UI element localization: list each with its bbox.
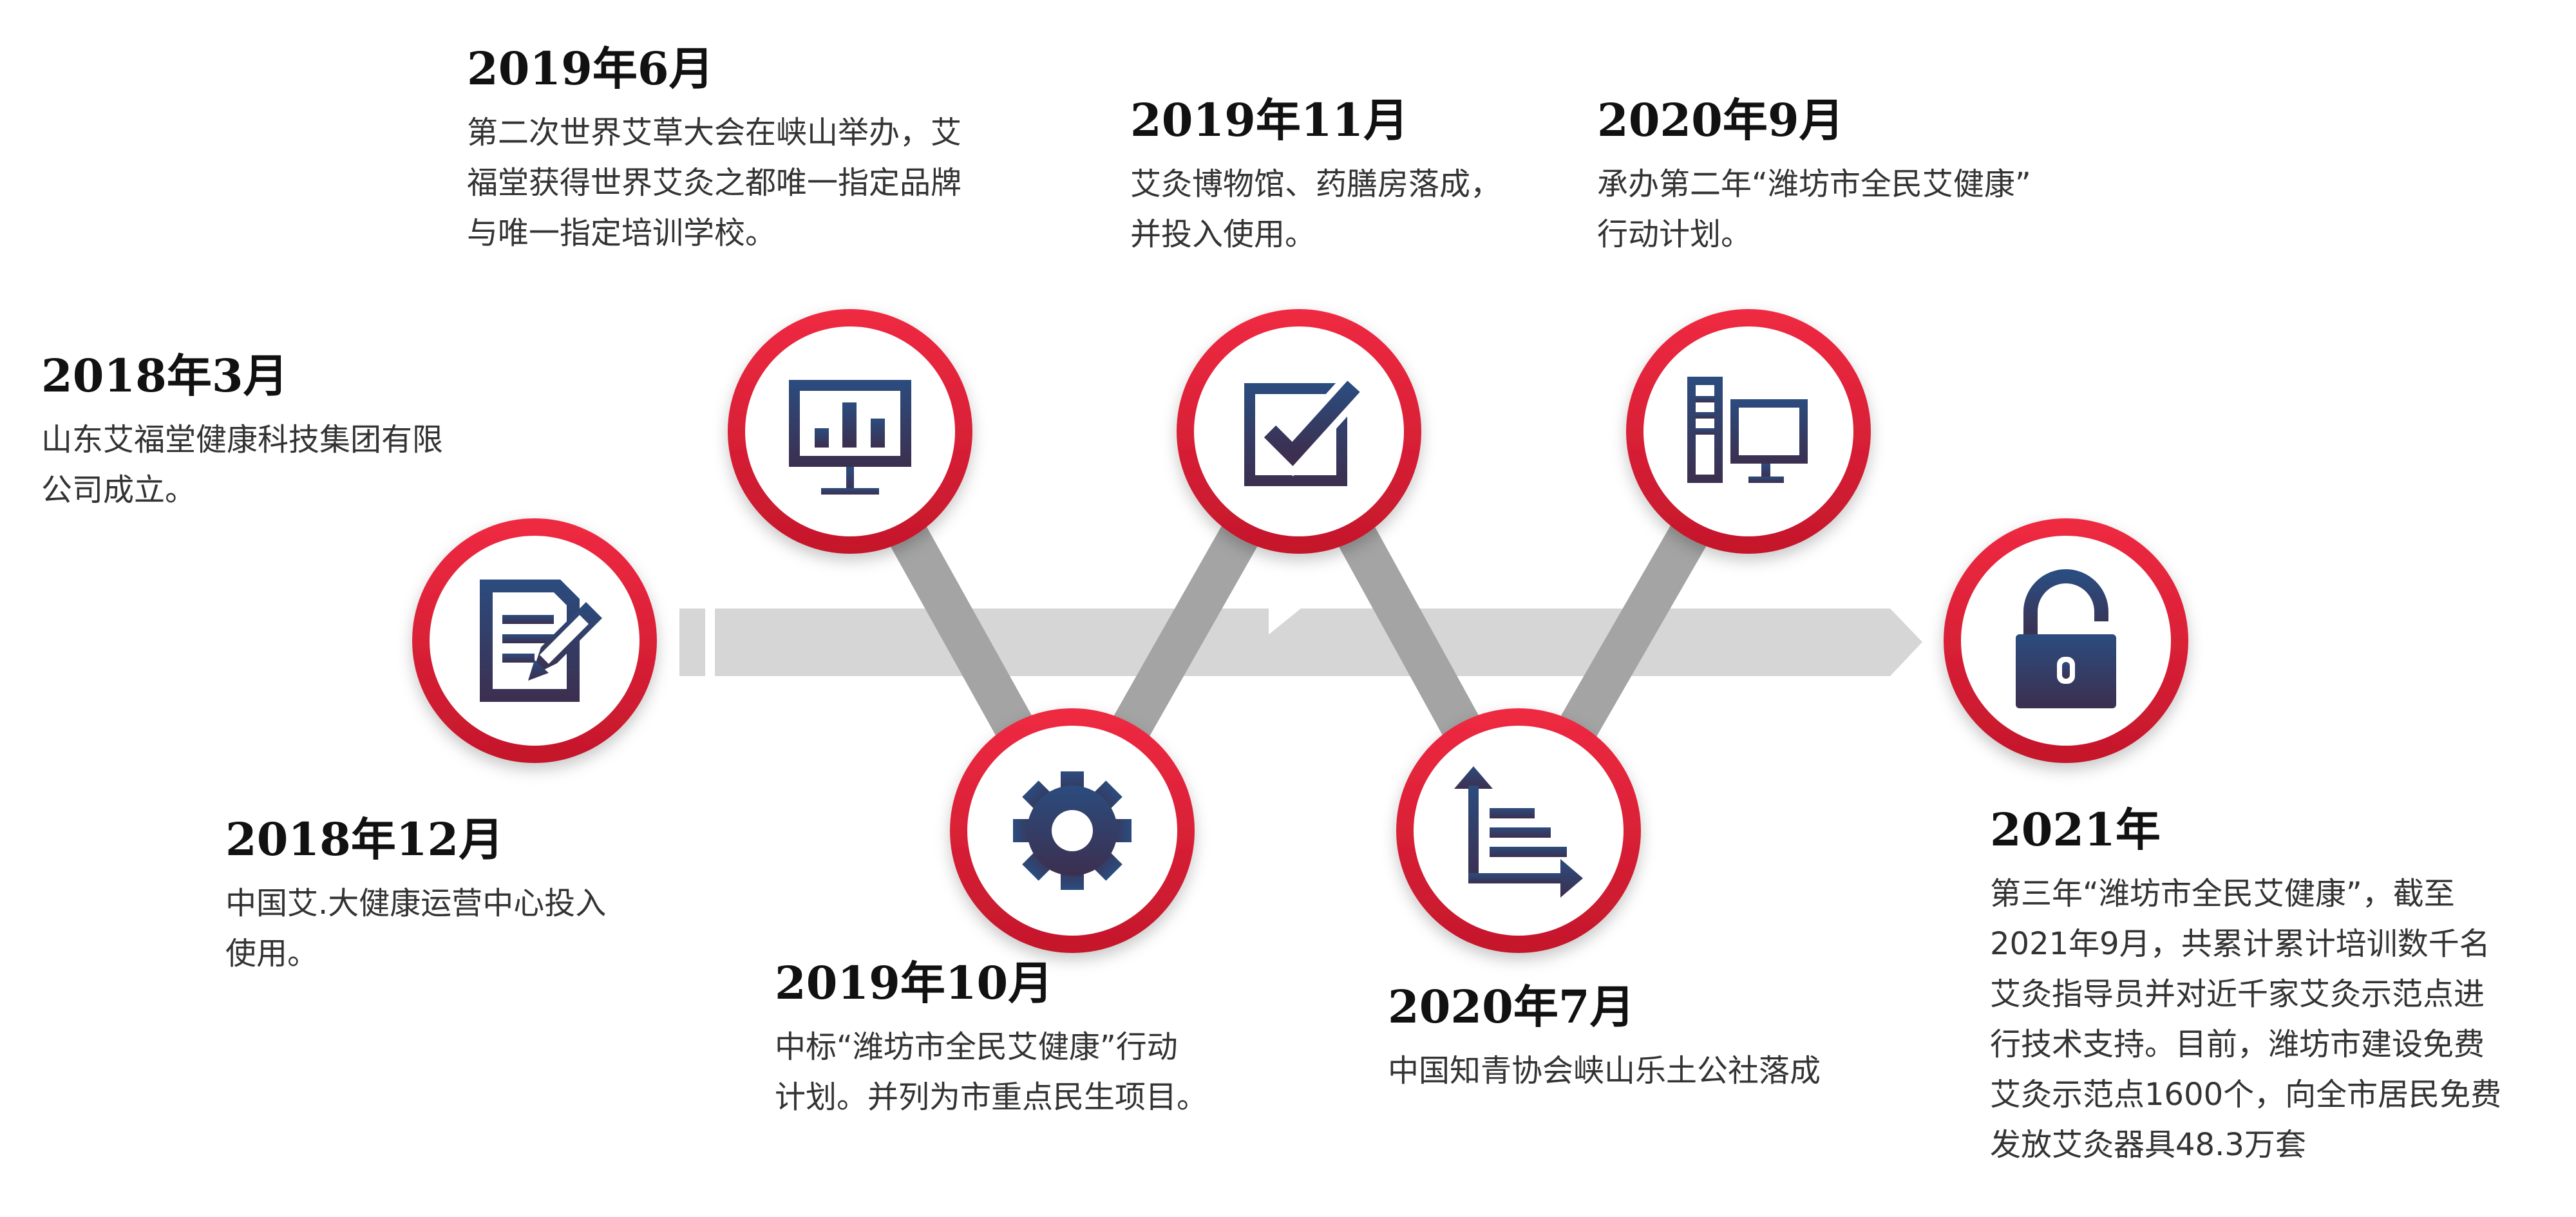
computer-icon: [1687, 377, 1808, 483]
event-date: 2021年: [1990, 803, 2161, 856]
event-description: 中国知青协会峡山乐土公社落成: [1388, 1053, 1821, 1089]
node-2018-12: [950, 708, 1195, 953]
event-2018-12: 2018年12月 中国艾.大健康运营中心投入 使用。: [225, 815, 689, 979]
event-2020-07: 2020年7月 中国知青协会峡山乐土公社落成: [1388, 982, 1967, 1096]
node-2018-03: [412, 518, 657, 763]
gear-icon: [1013, 771, 1132, 890]
edit-document-icon: [480, 580, 602, 702]
lock-icon: [2016, 569, 2116, 708]
event-2019-06: 2019年6月 第二次世界艾草大会在峡山举办，艾 福堂获得世界艾灸之都唯一指定品…: [467, 44, 1040, 258]
event-2020-09: 2020年9月 承办第二年“潍坊市全民艾健康” 行动计划。: [1597, 95, 2177, 259]
event-date: 2018年3月: [41, 349, 289, 402]
event-date: 2020年7月: [1388, 980, 1635, 1033]
axis-chart-icon: [1454, 766, 1583, 898]
event-description: 承办第二年“潍坊市全民艾健康” 行动计划。: [1597, 166, 2031, 252]
event-date: 2019年10月: [775, 956, 1054, 1010]
node-2020-07: [1396, 708, 1641, 953]
event-date: 2020年9月: [1597, 93, 1844, 147]
event-2021: 2021年 第三年“潍坊市全民艾健康”，截至 2021年9月，共累计累计培训数千…: [1990, 805, 2557, 1170]
event-date: 2018年12月: [225, 813, 504, 866]
event-description: 第二次世界艾草大会在峡山举办，艾 福堂获得世界艾灸之都唯一指定品牌 与唯一指定培…: [467, 115, 962, 251]
node-2021: [1944, 518, 2188, 763]
checkbox-icon: [1244, 375, 1365, 486]
event-description: 中国艾.大健康运营中心投入 使用。: [225, 885, 607, 972]
event-2018-03: 2018年3月 山东艾福堂健康科技集团有限 公司成立。: [41, 351, 531, 515]
event-description: 第三年“潍坊市全民艾健康”，截至 2021年9月，共累计累计培训数千名 艾灸指导…: [1990, 876, 2502, 1163]
monitor-chart-icon: [789, 380, 911, 495]
event-date: 2019年11月: [1130, 93, 1409, 147]
event-description: 中标“潍坊市全民艾健康”行动 计划。并列为市重点民生项目。: [775, 1029, 1208, 1115]
node-2019-06: [728, 309, 972, 554]
event-2019-11: 2019年11月 艾灸博物馆、药膳房落成， 并投入使用。: [1130, 95, 1594, 259]
event-description: 山东艾福堂健康科技集团有限 公司成立。: [41, 422, 444, 508]
node-2020-09: [1626, 309, 1871, 554]
timeline-arrow: [679, 608, 1922, 676]
node-2019-11: [1177, 309, 1421, 554]
event-2019-10: 2019年10月 中标“潍坊市全民艾健康”行动 计划。并列为市重点民生项目。: [775, 958, 1354, 1122]
event-date: 2019年6月: [467, 42, 714, 95]
event-description: 艾灸博物馆、药膳房落成， 并投入使用。: [1130, 166, 1502, 252]
